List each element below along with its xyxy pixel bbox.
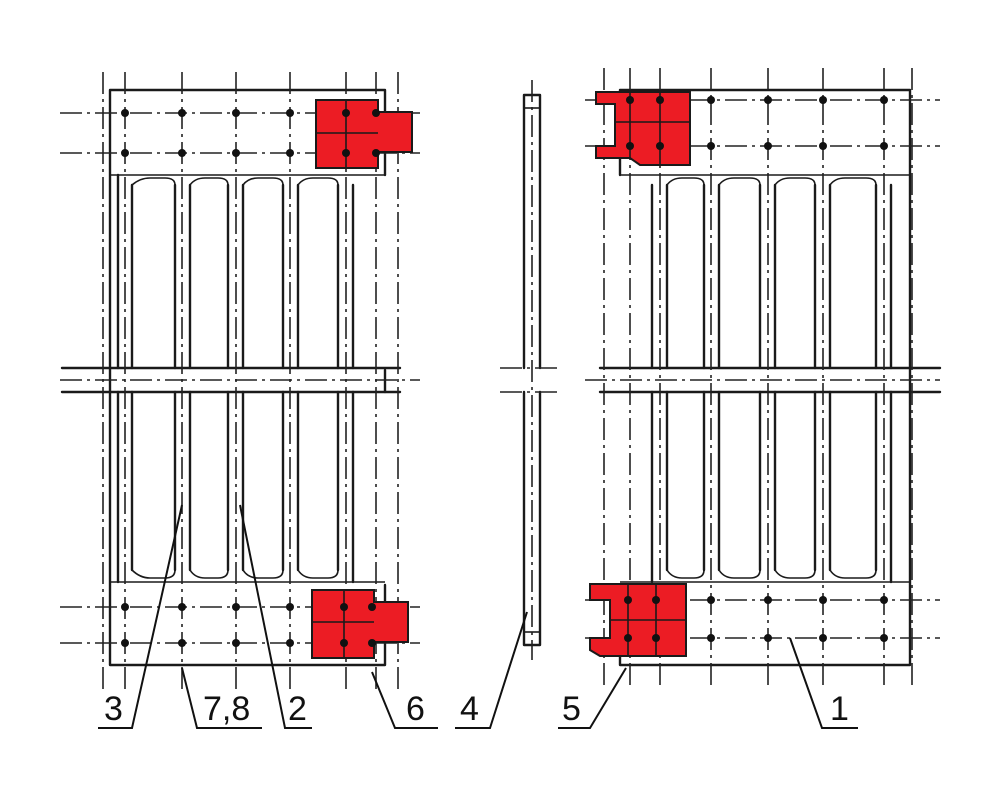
label-part-6: 6 xyxy=(406,690,425,728)
right-bar-2 xyxy=(702,183,721,572)
left-bar-2 xyxy=(173,183,192,572)
label-part-4: 4 xyxy=(460,690,479,728)
label-part-5: 5 xyxy=(562,690,581,728)
right-bar-1 xyxy=(650,183,669,584)
right-panel xyxy=(585,68,942,690)
side-view-bar xyxy=(500,80,560,660)
label-part-1: 1 xyxy=(830,690,849,728)
left-bar-3 xyxy=(226,183,245,572)
label-part-3: 3 xyxy=(104,690,123,728)
left-panel xyxy=(60,72,420,690)
left-bottom-red-block xyxy=(311,589,409,659)
part-labels: 3 7,8 2 6 4 5 1 xyxy=(104,690,849,728)
left-bar-4 xyxy=(281,183,300,572)
right-bars xyxy=(650,177,893,584)
left-bar-1 xyxy=(116,173,134,584)
right-bottom-red-block xyxy=(589,583,687,657)
left-bars xyxy=(116,173,355,584)
label-part-7-8: 7,8 xyxy=(203,690,250,728)
right-bar-4 xyxy=(813,183,832,572)
right-top-red-block xyxy=(595,91,691,166)
leader-lines xyxy=(98,504,858,729)
right-bar-3 xyxy=(758,183,777,572)
left-rivets xyxy=(121,109,294,647)
right-rivets xyxy=(707,96,888,642)
left-bar-5 xyxy=(336,183,355,584)
label-part-2: 2 xyxy=(288,690,307,728)
left-top-red-block xyxy=(315,99,413,169)
right-bar-5 xyxy=(874,183,893,584)
